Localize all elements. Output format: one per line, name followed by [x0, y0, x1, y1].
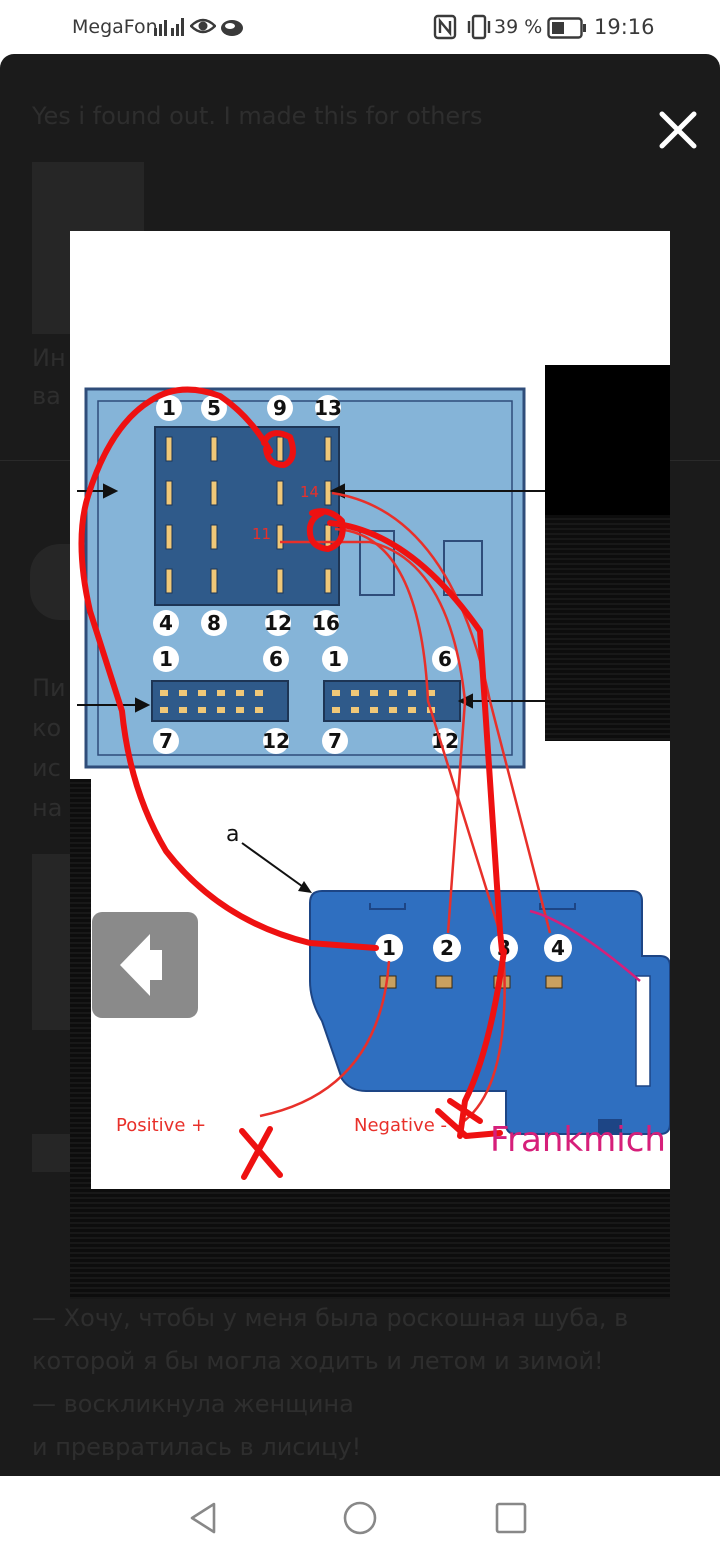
connector-pin-label: 1 — [382, 936, 396, 960]
background-quote-line: — воскликнула женщина — [32, 1390, 354, 1418]
wiring-diagram: 1 5 9 13 4 8 12 16 1 6 1 6 7 12 7 12 14 … — [77, 373, 670, 1180]
status-bar: MegaFon 39 % 19:16 — [0, 0, 720, 54]
background-intro-text: Yes i found out. I made this for others — [32, 102, 483, 130]
pin-label: 1 — [328, 647, 342, 671]
battery-icon — [547, 17, 586, 39]
pin-label: 8 — [207, 611, 221, 635]
marked-pin-label: 11 — [252, 525, 271, 543]
background-block — [32, 854, 76, 1030]
battery-percent: 39 % — [494, 16, 543, 38]
background-block — [32, 1134, 76, 1172]
image-striped-area — [91, 1189, 670, 1299]
pin-label: 13 — [314, 396, 342, 420]
signal-icon — [154, 18, 184, 36]
previous-image-button[interactable] — [92, 912, 198, 1018]
marked-pin-label: 14 — [300, 483, 319, 501]
recents-icon[interactable] — [494, 1501, 528, 1535]
cloud-icon — [221, 20, 243, 36]
image-striped-area — [70, 779, 91, 1299]
pin-label: 6 — [269, 647, 283, 671]
pin-label: 12 — [264, 611, 292, 635]
author-signature: Frankmich — [490, 1120, 666, 1160]
close-icon[interactable] — [654, 106, 702, 154]
background-quote-line: — Хочу, чтобы у меня была роскошная шуба… — [32, 1304, 629, 1332]
pin-label: 7 — [159, 729, 173, 753]
navigation-bar — [0, 1476, 720, 1560]
home-icon[interactable] — [342, 1500, 378, 1536]
pin-label: 5 — [207, 396, 221, 420]
pin-label: 9 — [273, 396, 287, 420]
back-icon[interactable] — [186, 1500, 222, 1536]
connector-pin-label: 4 — [551, 936, 565, 960]
background-fragment: ва — [32, 382, 61, 410]
pin-label: 1 — [159, 647, 173, 671]
vibrate-icon — [467, 14, 491, 40]
background-quote-line: которой я бы могла ходить и летом и зимо… — [32, 1347, 604, 1375]
image-viewer-overlay: Yes i found out. I made this for others … — [0, 54, 720, 1476]
pin-label: 16 — [312, 611, 340, 635]
pin-label: 1 — [162, 396, 176, 420]
negative-label: Negative - — [354, 1115, 447, 1136]
background-fragment: на — [32, 794, 63, 822]
background-fragment: ко — [32, 714, 62, 742]
connector-label: a — [226, 822, 239, 847]
connector-pin-label: 2 — [440, 936, 454, 960]
pin-label: 4 — [159, 611, 173, 635]
eye-icon — [190, 18, 216, 34]
pin-label: 7 — [328, 729, 342, 753]
image-dark-area — [545, 365, 670, 515]
arrow-left-icon — [120, 934, 162, 996]
pin-label: 12 — [431, 729, 459, 753]
background-fragment: Ин — [32, 344, 66, 372]
wiring-diagram-image: 1 5 9 13 4 8 12 16 1 6 1 6 7 12 7 12 14 … — [70, 231, 670, 1299]
status-time: 19:16 — [594, 15, 655, 39]
background-fragment: Пи — [32, 674, 66, 702]
pin-label: 12 — [262, 729, 290, 753]
pin-label: 6 — [438, 647, 452, 671]
image-striped-area — [545, 515, 670, 741]
nfc-icon — [433, 14, 457, 40]
background-fragment: ис — [32, 754, 61, 782]
carrier-name: MegaFon — [72, 16, 158, 38]
positive-label: Positive + — [116, 1115, 206, 1136]
background-quote-line: и превратилась в лисицу! — [32, 1433, 362, 1461]
